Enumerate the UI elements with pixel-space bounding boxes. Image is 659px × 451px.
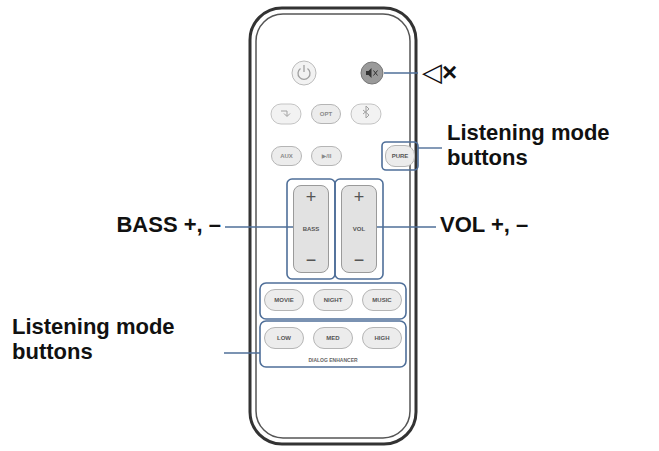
leader-line bbox=[418, 147, 442, 148]
remote-button: MUSIC bbox=[362, 289, 402, 311]
bluetooth-icon bbox=[363, 106, 369, 118]
mute-button bbox=[361, 62, 383, 84]
button-sign: + bbox=[306, 188, 317, 206]
power-button bbox=[292, 61, 316, 85]
button-label: MUSIC bbox=[372, 297, 391, 303]
remote-button: MED bbox=[313, 327, 353, 349]
button-sign: + bbox=[354, 188, 365, 206]
button-label: NIGHT bbox=[324, 297, 343, 303]
button-label: BASS bbox=[303, 226, 320, 232]
button-sign: − bbox=[306, 251, 317, 269]
bluetooth-button bbox=[351, 104, 381, 124]
remote-button: NIGHT bbox=[313, 289, 353, 311]
group-caption: DIALOG ENHANCER bbox=[308, 358, 357, 364]
callout-label: VOL +, – bbox=[440, 212, 528, 237]
button-label: MED bbox=[326, 335, 339, 341]
remote-button: PURE bbox=[385, 145, 415, 167]
leader-line bbox=[225, 226, 293, 227]
remote-button: LOW bbox=[264, 327, 304, 349]
callout-label: Listening mode buttons bbox=[447, 120, 652, 171]
button-label: LOW bbox=[277, 335, 291, 341]
leader-line bbox=[377, 226, 436, 227]
highlight-frame bbox=[260, 321, 406, 367]
leader-line bbox=[384, 72, 418, 73]
input-icon bbox=[281, 111, 290, 117]
button-label: OPT bbox=[320, 111, 332, 117]
callout-label: BASS +, – bbox=[116, 212, 221, 237]
remote-button: AUX bbox=[271, 146, 302, 166]
button-sign: − bbox=[354, 251, 365, 269]
mute-icon bbox=[374, 71, 378, 76]
button-label: MOVIE bbox=[274, 297, 293, 303]
input-button bbox=[271, 104, 301, 124]
remote-button: ▶/II bbox=[311, 146, 342, 166]
leader-line bbox=[224, 352, 260, 353]
remote-button: MOVIE bbox=[264, 289, 304, 311]
highlight-frame bbox=[382, 142, 418, 170]
button-label: VOL bbox=[353, 226, 365, 232]
mute-icon bbox=[366, 68, 372, 78]
button-label: AUX bbox=[280, 153, 293, 159]
remote-button: HIGH bbox=[362, 327, 402, 349]
rocker-button: + VOL − bbox=[341, 185, 377, 273]
mute-symbol-callout: ◁× bbox=[422, 58, 457, 88]
rocker-button: + BASS − bbox=[293, 185, 329, 273]
highlight-frame bbox=[335, 179, 383, 279]
button-label: ▶/II bbox=[322, 153, 332, 159]
remote-button: OPT bbox=[311, 104, 341, 124]
button-label: HIGH bbox=[375, 335, 390, 341]
remote-inner-outline bbox=[256, 14, 410, 438]
power-icon bbox=[303, 65, 304, 72]
button-label: PURE bbox=[392, 153, 409, 159]
highlight-frame bbox=[287, 179, 335, 279]
highlight-frame bbox=[260, 283, 406, 319]
callout-label: Listening mode buttons bbox=[12, 314, 217, 365]
